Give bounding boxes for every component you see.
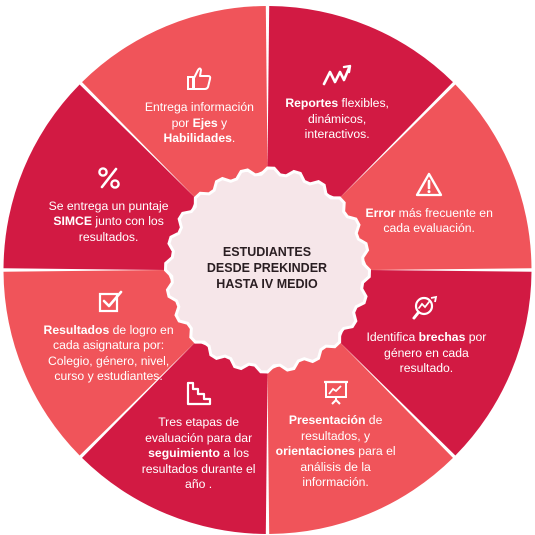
segment-text-part: Tres etapas de evaluación para dar	[145, 415, 253, 445]
segment-presentacion	[267, 341, 453, 534]
segment-text-part: .	[231, 131, 236, 146]
segment-text-part: Ejes	[192, 115, 218, 130]
segment-text-part: para el análisis de la información.	[300, 444, 396, 490]
segment-text-part: por género en cada resultado.	[384, 330, 487, 376]
thumbs-up-icon	[187, 67, 212, 91]
segment-text-part: flexibles, dinámicos, interactivos.	[304, 96, 389, 142]
segment-text-simce: Se entrega un puntaje SIMCE junto con lo…	[45, 199, 173, 246]
center-label: ESTUDIANTES DESDE PREKINDER HASTA IV MED…	[187, 244, 347, 292]
segment-text-part: Presentación	[288, 413, 366, 428]
segment-text-resultados: Resultados de logro en cada asignatura p…	[35, 323, 183, 385]
presentation-board-icon	[323, 381, 348, 406]
segment-text-etapas: Tres etapas de evaluación para dar segui…	[140, 415, 258, 493]
segment-text-part: a los resultados durante el año .	[141, 446, 256, 492]
segment-ejes	[82, 6, 268, 199]
segment-text-part: Reportes	[285, 96, 339, 111]
segment-text-presentacion: Presentación de resultados, y orientacio…	[272, 413, 400, 491]
segment-text-part: junto con los resultados.	[78, 214, 164, 244]
segment-text-part: y	[217, 115, 228, 130]
percent-icon	[97, 166, 120, 189]
segment-text-part: Identifica	[366, 330, 419, 345]
segment-reportes	[267, 6, 453, 199]
stairs-icon	[186, 382, 211, 406]
warning-icon	[416, 172, 443, 196]
segment-resultados	[3, 270, 197, 456]
center-hub	[163, 166, 372, 374]
segment-simce	[3, 84, 197, 270]
segment-text-brechas: Identifica brechas por género en cada re…	[366, 330, 486, 377]
segment-text-part: Resultados	[43, 322, 110, 337]
segment-etapas	[82, 341, 268, 534]
checkbox-icon	[98, 290, 122, 312]
segment-text-part: Entrega información por	[144, 100, 254, 130]
center-line-3: HASTA IV MEDIO	[216, 277, 318, 291]
magnifier-chart-icon	[412, 296, 438, 320]
center-line-2: DESDE PREKINDER	[206, 261, 328, 275]
segment-text-part: SIMCE	[53, 214, 92, 229]
segment-text-part: más frecuente en cada evaluación.	[383, 205, 493, 236]
segment-text-part: Se entrega un puntaje	[48, 198, 169, 213]
segment-text-part: orientaciones	[275, 444, 355, 459]
segment-text-part: de logro en cada asignatura por: Colegio…	[47, 322, 174, 384]
segment-text-error: Error más frecuente en cada evaluación.	[363, 206, 495, 237]
segment-text-part: Error	[365, 205, 396, 220]
segment-brechas	[338, 270, 532, 456]
segment-error	[338, 84, 532, 270]
segment-text-part: seguimiento	[148, 446, 220, 461]
segment-text-ejes: Entrega información por Ejes y Habilidad…	[140, 100, 258, 147]
segment-text-part: Habilidades	[163, 131, 232, 146]
center-line-1: ESTUDIANTES	[222, 245, 312, 259]
segment-text-part: de resultados, y	[301, 413, 383, 443]
segment-text-reportes: Reportes flexibles, dinámicos, interacti…	[276, 96, 398, 143]
trend-chart-icon	[322, 65, 352, 86]
segment-text-part: brechas	[418, 330, 466, 345]
